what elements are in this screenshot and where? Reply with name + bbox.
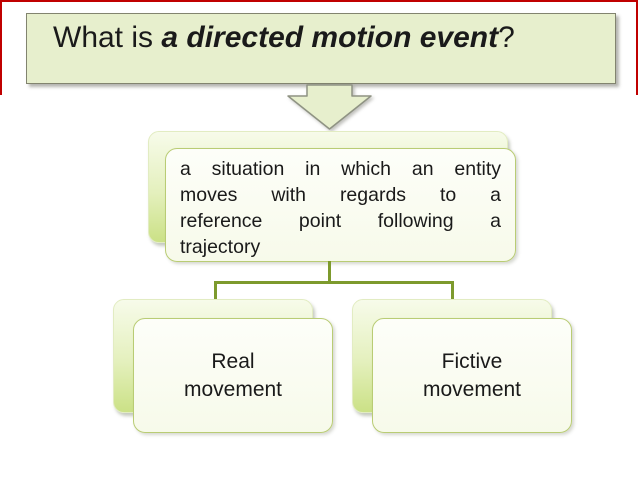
title-text-emphasis: a directed motion event — [161, 21, 499, 54]
definition-panel: a situation in which an entity moves wit… — [165, 148, 516, 262]
red-border-top — [0, 0, 638, 2]
red-border-left — [0, 0, 2, 95]
connector-stem — [328, 261, 331, 283]
fictive-movement-label-line: Fictive — [441, 349, 503, 373]
definition-text-line: a situation in which an entity — [180, 158, 501, 180]
title-text-suffix: ? — [498, 21, 515, 54]
real-movement-label-line: Real — [211, 349, 255, 373]
real-movement-panel: Real movement — [133, 318, 333, 433]
connector-left-drop — [214, 281, 217, 301]
definition-text-line: moves with regards to a — [180, 184, 501, 206]
real-movement-label-line: movement — [183, 377, 283, 401]
down-arrow-icon — [287, 84, 372, 130]
title-box: What is a directed motion event? — [26, 13, 616, 84]
connector-right-drop — [451, 281, 454, 301]
red-border-right — [636, 0, 638, 95]
fictive-movement-label-line: movement — [422, 377, 522, 401]
connector-horizontal — [214, 281, 454, 284]
title-text-prefix: What is — [53, 21, 162, 54]
definition-text-line: trajectory — [180, 236, 261, 258]
fictive-movement-panel: Fictive movement — [372, 318, 572, 433]
definition-text-line: reference point following a — [180, 210, 501, 232]
